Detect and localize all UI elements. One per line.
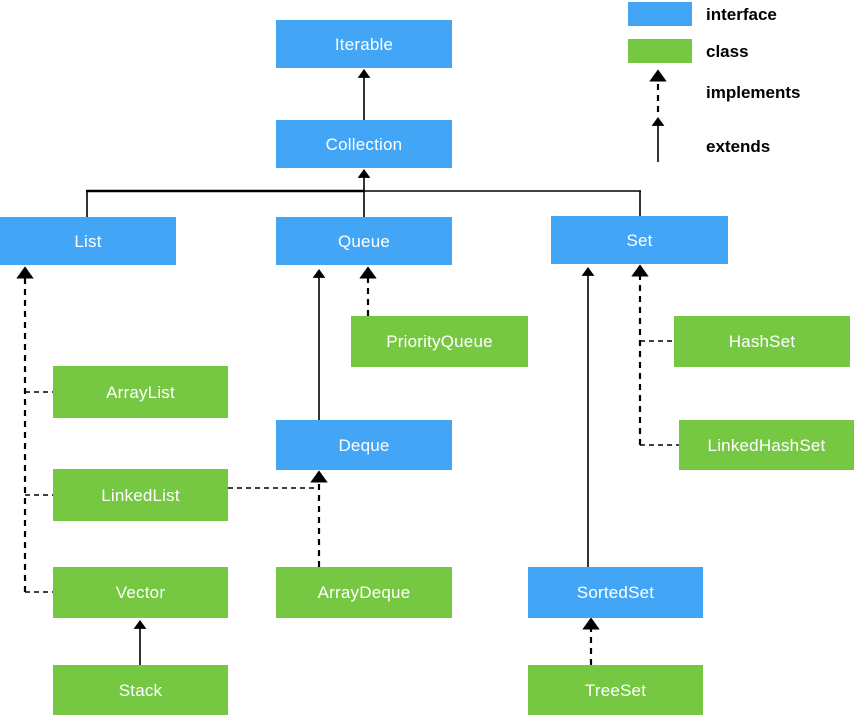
node-queue[interactable]: Queue (276, 217, 452, 265)
node-hashset[interactable]: HashSet (674, 316, 850, 367)
node-linkedhashset[interactable]: LinkedHashSet (679, 420, 854, 470)
node-label: Stack (118, 680, 163, 700)
node-priorityqueue[interactable]: PriorityQueue (351, 316, 528, 367)
node-label: Queue (337, 231, 391, 251)
node-label: SortedSet (576, 583, 655, 602)
edge-arraylist-implements-list (16, 266, 53, 592)
node-arraydeque[interactable]: ArrayDeque (276, 567, 452, 618)
node-arraylist[interactable]: ArrayList (53, 366, 228, 418)
node-label: Deque (338, 435, 390, 455)
node-vector[interactable]: Vector (53, 567, 228, 618)
node-set[interactable]: Set (551, 216, 728, 264)
edge-list-extends-collection (86, 189, 365, 217)
node-collection[interactable]: Collection (276, 120, 452, 168)
node-label: Vector (115, 583, 166, 602)
node-label: HashSet (728, 332, 796, 351)
node-label: TreeSet (584, 680, 647, 700)
legend-class-label: class (706, 42, 749, 61)
edge-set-extends-collection (363, 190, 641, 216)
node-iterable[interactable]: Iterable (276, 20, 452, 68)
node-label: ArrayDeque (317, 583, 411, 602)
node-linkedlist[interactable]: LinkedList (53, 469, 228, 521)
node-label: Set (626, 230, 653, 250)
edge-hashset-implements-set (631, 264, 674, 445)
node-label: PriorityQueue (386, 332, 493, 351)
node-label: Collection (325, 134, 403, 154)
legend-class-swatch (628, 39, 692, 63)
node-stack[interactable]: Stack (53, 665, 228, 715)
legend-extends-label: extends (706, 137, 771, 156)
legend-interface-swatch (628, 2, 692, 26)
node-label: Iterable (334, 34, 394, 54)
node-list[interactable]: List (0, 217, 176, 265)
node-label: List (74, 231, 102, 251)
legend-implements-label: implements (706, 83, 801, 102)
node-treeset[interactable]: TreeSet (528, 665, 703, 715)
node-label: LinkedHashSet (707, 435, 826, 455)
node-deque[interactable]: Deque (276, 420, 452, 470)
legend-interface-label: interface (706, 5, 777, 24)
node-label: ArrayList (106, 382, 175, 402)
node-label: LinkedList (101, 485, 180, 505)
node-sortedset[interactable]: SortedSet (528, 567, 703, 618)
